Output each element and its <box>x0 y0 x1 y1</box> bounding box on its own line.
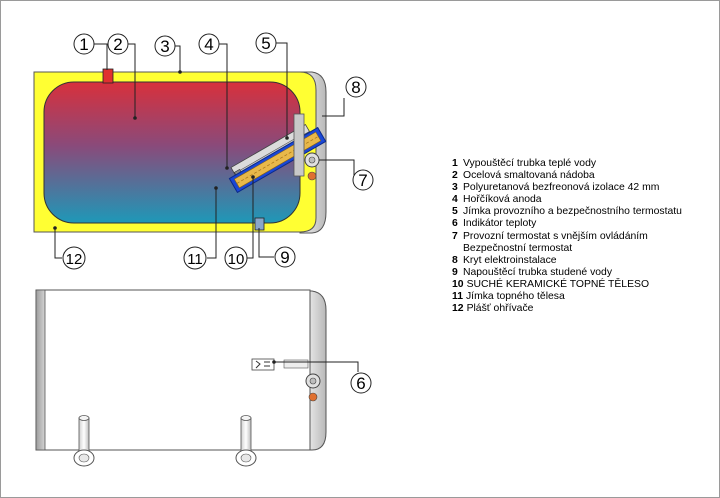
callout-circle-11 <box>183 246 207 270</box>
callout-label-3: 3 <box>160 37 169 56</box>
legend-num: 6 <box>452 218 458 230</box>
legend-item: 4 Hořčíková anoda <box>452 194 682 206</box>
pipe-left <box>73 415 95 467</box>
leader-dots <box>53 70 289 364</box>
legend-text: Provozní termostat s vnějším ovládáním <box>463 230 648 242</box>
callout-circle-1 <box>73 33 95 55</box>
legend-item: 3 Polyuretanová bezfreonová izolace 42 mm <box>452 182 682 194</box>
callout-label-5: 5 <box>261 34 270 53</box>
legend-item: 6 Indikátor teploty <box>452 218 682 230</box>
legend-item-continuation: Bezpečnostní termostat <box>452 243 682 255</box>
legend-text: SUCHÉ KERAMICKÉ TOPNÉ TĚLESO <box>466 278 650 290</box>
legend-text: Vypouštěcí trubka teplé vody <box>463 158 597 169</box>
legend-num: 2 <box>452 170 458 182</box>
legend-text: Jímka provozního a bezpečnostního termos… <box>463 206 682 218</box>
callout-circle-3 <box>154 35 176 57</box>
callout-circle-8 <box>345 76 367 98</box>
leader-3 <box>175 45 181 72</box>
thermostat-knob-center <box>308 156 316 164</box>
leader-5 <box>276 42 288 138</box>
legend-text: Indikátor teploty <box>463 218 537 230</box>
legend-num: 3 <box>452 182 458 194</box>
legend-num: 7 <box>452 230 458 242</box>
callout-circle-2 <box>107 33 129 55</box>
legend-item: 8 Kryt elektroinstalace <box>452 255 682 267</box>
element-head <box>293 113 305 177</box>
legend-item: 9 Napouštěcí trubka studené vody <box>452 267 682 279</box>
callout-label-11: 11 <box>187 251 203 268</box>
leader-2 <box>127 43 136 118</box>
callout-label-1: 1 <box>79 35 88 54</box>
leader-12 <box>54 228 62 259</box>
outer-knob-center <box>309 377 317 385</box>
callout-label-4: 4 <box>204 35 213 54</box>
leader-7 <box>319 159 355 178</box>
leader-6b <box>274 361 359 372</box>
legend-text: Jímka topného tělesa <box>465 291 565 303</box>
callout-circle-7 <box>352 169 374 191</box>
legend-item: 7 Provozní termostat s vnějším ovládáním <box>452 231 682 243</box>
leader-4 <box>218 43 228 168</box>
rating-plate <box>283 359 309 369</box>
pipe-right <box>235 415 257 467</box>
callout-label-12: 12 <box>66 251 83 268</box>
legend-text: Ocelová smaltovaná nádoba <box>463 170 595 182</box>
leader-8 <box>322 98 345 117</box>
legend-num: 1 <box>452 158 458 169</box>
outer-indicator-lamp <box>308 392 318 402</box>
legend-num: 5 <box>452 206 458 218</box>
legend-item: 5 Jímka provozního a bezpečnostního termo… <box>452 206 682 218</box>
legend-text: Hořčíková anoda <box>463 194 542 206</box>
leader-lines <box>54 42 359 372</box>
callouts: 1 2 3 4 5 7 8 9 10 11 12 6 <box>62 32 374 394</box>
legend-num: 8 <box>452 254 458 266</box>
legend-text: Polyuretanová bezfreonová izolace 42 mm <box>463 182 660 194</box>
leader-10 <box>247 177 254 259</box>
leader-1 <box>91 43 108 70</box>
callout-circle-10 <box>224 246 248 270</box>
callout-circle-4 <box>198 33 220 55</box>
legend-item: 2 Ocelová smaltovaná nádoba <box>452 170 682 182</box>
legend-num: 4 <box>452 194 458 206</box>
legend-text: Bezpečnostní termostat <box>463 242 573 254</box>
legend-num: 11 <box>452 291 463 303</box>
legend-num: 9 <box>452 266 458 278</box>
callout-label-9: 9 <box>280 248 289 267</box>
legend-num: 10 <box>452 278 464 290</box>
legend-text: Napouštěcí trubka studené vody <box>463 266 613 278</box>
jacket-side <box>35 289 46 451</box>
callout-circle-9 <box>274 246 296 268</box>
legend-text: Plášť ohřívače <box>466 303 534 315</box>
leader-11 <box>207 188 217 259</box>
legend-text: Kryt elektroinstalace <box>463 254 557 266</box>
callout-circle-12 <box>62 246 86 270</box>
hot-water-pipe <box>102 68 114 84</box>
callout-label-8: 8 <box>351 78 360 97</box>
callout-circle-5 <box>255 32 277 54</box>
callout-label-10: 10 <box>228 251 245 268</box>
callout-label-2: 2 <box>113 35 122 54</box>
legend: 1 Vypouštěcí trubka teplé vody 2 Ocelová s… <box>452 158 682 315</box>
callout-label-7: 7 <box>358 171 367 190</box>
callout-circle-6-bottom <box>350 372 372 394</box>
legend-num: 12 <box>452 303 464 315</box>
callout-label-6-bottom: 6 <box>356 374 365 393</box>
legend-item: 1 Vypouštěcí trubka teplé vody <box>452 158 682 170</box>
indicator-lamp <box>307 171 317 181</box>
indicator-icon <box>255 360 270 369</box>
temperature-indicator <box>251 358 275 371</box>
leader-9 <box>258 228 274 258</box>
